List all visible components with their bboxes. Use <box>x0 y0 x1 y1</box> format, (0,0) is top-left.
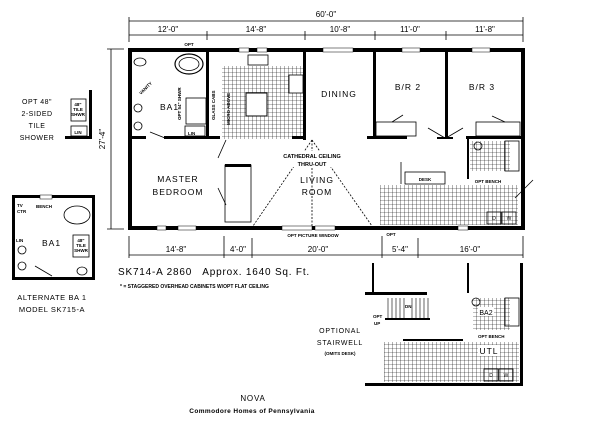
room-br3: B/R 3 <box>469 82 495 92</box>
glass-cabs-label: GLASS CABS <box>211 90 216 120</box>
dim-top-1: 12'-0" <box>158 25 179 34</box>
alt-tv-2: CTR <box>17 209 27 214</box>
alt-shower-2: TILE <box>76 243 86 248</box>
opt-bench-label: OPT BENCH <box>475 179 502 184</box>
room-ba1: BA1 <box>160 102 179 112</box>
room-br2: B/R 2 <box>395 82 421 92</box>
stair-dryer: D <box>489 373 493 379</box>
opt-shower-inset: OPT 48" 2-SIDED TILE SHOWER 48" TILE SHW… <box>20 90 92 142</box>
top-dimensions: 60'-0" 12'-0" 14'-8" 10'-8" 11'-0" 11'-8… <box>128 10 524 42</box>
alt-ba1-label: BA1 <box>42 238 61 248</box>
dim-bottom-2: 4'-0" <box>230 245 246 254</box>
opt-shower-title-3: TILE <box>29 123 46 130</box>
dim-top-5: 11'-8" <box>475 25 495 34</box>
room-dining: DINING <box>321 89 357 99</box>
cathedral-ceiling-2: THRU-OUT <box>298 162 327 168</box>
opt-up-2: UP <box>374 321 380 326</box>
washer-label: W <box>507 216 512 222</box>
opt-shower-label: OPT 54" SHWR <box>177 87 182 120</box>
room-living-2: ROOM <box>302 187 332 197</box>
opt-shower-title-4: SHOWER <box>20 135 55 142</box>
room-master-1: MASTER <box>157 174 198 184</box>
dim-top-4: 11'-0" <box>400 25 420 34</box>
inset-lin: LIN <box>74 130 81 135</box>
alt-shower-3: SHWR <box>74 248 88 253</box>
stair-washer: W <box>504 373 509 379</box>
model-name: NOVA <box>240 394 265 403</box>
alt-bench: BENCH <box>36 204 52 209</box>
room-master-2: BEDROOM <box>153 187 204 197</box>
opt-door-label: OPT <box>386 232 396 237</box>
cabinet-note: * = STAGGERED OVERHEAD CABINETS W/OPT FL… <box>120 284 269 290</box>
alt-shower-1: 48" <box>77 238 84 243</box>
desk-label: DESK <box>419 177 432 182</box>
overall-width: 60'-0" <box>316 10 337 19</box>
dim-top-2: 14'-8" <box>246 25 267 34</box>
company-name: Commodore Homes of Pennsylvania <box>189 408 314 415</box>
stair-opt-bench: OPT BENCH <box>478 334 505 339</box>
opt-window-label: OPT <box>184 42 194 47</box>
stairwell-label-1: OPTIONAL <box>319 328 361 335</box>
dim-bottom-5: 16'-0" <box>460 245 481 254</box>
stair-ba2: BA2 <box>479 310 492 317</box>
lin-label: LIN <box>188 131 195 136</box>
stair-utl: UTL <box>479 346 498 356</box>
alt-tv-1: TV <box>17 203 23 208</box>
stair-dn: DN <box>405 304 412 309</box>
micro-above-label: MICRO ABOVE <box>226 93 231 125</box>
opt-up-1: OPT <box>373 314 383 319</box>
stairwell-label-2: STAIRWELL <box>317 340 363 347</box>
alt-lin: LIN <box>16 238 23 243</box>
dim-bottom-1: 14'-8" <box>166 245 187 254</box>
utility-tile <box>380 185 518 225</box>
overall-depth: 27'-4" <box>98 129 107 150</box>
inset-shower-1: 48" <box>74 102 81 107</box>
bottom-dimensions: 14'-8" 4'-0" 20'-0" 5'-4" 16'-0" <box>128 236 524 258</box>
alternate-bath: BA1 TV CTR BENCH LIN 48" TILE SHWR ALTER… <box>12 194 95 314</box>
model-line: SK714-A 2860 Approx. 1640 Sq. Ft. <box>118 267 310 278</box>
stairwell-label-3: (OMITS DESK) <box>325 351 357 356</box>
cathedral-ceiling-1: CATHEDRAL CEILING <box>283 154 341 160</box>
dryer-label: D <box>492 216 496 222</box>
dim-bottom-4: 5'-4" <box>392 245 408 254</box>
alt-caption-2: MODEL SK715-A <box>19 305 85 314</box>
alt-caption-1: ALTERNATE BA 1 <box>17 293 86 302</box>
inset-shower-3: SHWR <box>71 112 85 117</box>
dim-top-3: 10'-8" <box>330 25 351 34</box>
optional-stairwell: DN OPT UP D W BA2 OPT BENCH UTL OPTIONAL… <box>317 263 523 386</box>
bath2-tile <box>470 141 510 171</box>
room-living-1: LIVING <box>300 175 334 185</box>
opt-shower-title-1: OPT 48" <box>22 99 52 106</box>
depth-dimension: 27'-4" <box>98 48 124 230</box>
dim-bottom-3: 20'-0" <box>308 245 329 254</box>
opt-picture-window: OPT PICTURE WINDOW <box>287 233 339 238</box>
vanity-label: VANITY <box>138 81 153 96</box>
inset-shower-2: TILE <box>73 107 83 112</box>
opt-shower-title-2: 2-SIDED <box>21 111 52 118</box>
main-plan: D W BA1 DINING B/R 2 B/R 3 MASTER BEDROO… <box>128 42 534 238</box>
